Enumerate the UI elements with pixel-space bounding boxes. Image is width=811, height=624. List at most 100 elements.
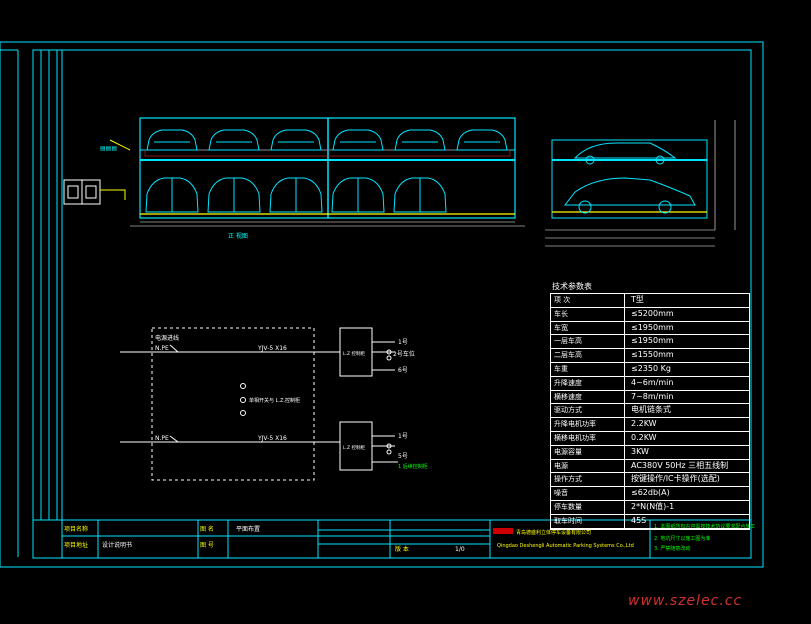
spec-row: 操作方式按键操作/IC卡操作(选配) (551, 473, 749, 488)
power-in-label: 电源进线 (155, 334, 179, 342)
sheet-label: 版 本 (395, 545, 409, 553)
spec-label: 取车时间 (551, 514, 625, 528)
cable-label-1: YJV-5 X16 (257, 345, 287, 352)
spec-row: 二层车高 ≤1550mm (551, 349, 749, 363)
power-box: ▤▤▤ (63, 139, 131, 205)
car-shape (146, 129, 198, 151)
car-shape (332, 129, 384, 151)
spec-label: 升降电机功率 (551, 418, 625, 431)
spec-row: 横移速度 7~8m/min (551, 390, 749, 405)
watermark: www.szelec.cc (628, 593, 742, 609)
output-2-a: 1号 (398, 433, 408, 440)
spec-label: 电源容量 (551, 445, 625, 459)
spec-label: 横移速度 (551, 390, 625, 404)
spec-value: 2*N(N值)-1 (631, 501, 675, 511)
spec-label: 噪音 (551, 487, 625, 500)
note-1: 1. 本图纸所有内容需按技术协议要求配合施工 (654, 523, 755, 530)
upper-cars (146, 129, 508, 151)
spec-label: 操作方式 (551, 473, 625, 487)
lower-cars (145, 177, 447, 213)
car-shape (456, 129, 508, 151)
company-name-cn: 青岛德盛利立体停车设备有限公司 (516, 529, 591, 536)
spec-value: 7~8m/min (631, 391, 674, 401)
spec-label: 电源 (551, 459, 625, 473)
car-shape (207, 177, 261, 213)
spec-row: 升降速度 4~6m/min (551, 376, 749, 391)
spec-value: ≤1950mm (631, 336, 674, 346)
car-shape (393, 177, 447, 213)
spec-row: 噪音 ≤62db(A) (551, 487, 749, 501)
title-row1-c: 平面布置 (236, 525, 260, 533)
car-shape (269, 177, 323, 213)
spec-value: 3KW (631, 446, 649, 456)
spec-row: 横移电机功率 0.2KW (551, 431, 749, 446)
spec-table-title: 技术参数表 (552, 282, 592, 291)
spec-value: T型 (631, 295, 644, 304)
control-box-1-label: L.Z 控制柜 (343, 350, 365, 357)
title-row2-c: 设计说明书 (102, 541, 132, 549)
title-block (61, 519, 752, 559)
spec-value: AC380V 50Hz 三相五线制 (631, 460, 729, 470)
spec-label: 升降速度 (551, 376, 625, 390)
car-shape (394, 129, 446, 151)
note-2: 2. 地坑尺寸以施工图为准 (654, 535, 710, 542)
npe-label-1: N.PE (155, 345, 169, 352)
outer-frame (0, 41, 764, 568)
car-shape (145, 177, 199, 213)
spec-row: 车长≤5200mm (551, 307, 749, 322)
spec-value: 按键操作/IC卡操作(选配) (631, 474, 720, 484)
title-row1-a: 项目名称 (64, 525, 88, 533)
output-1-b: 2号车位 (393, 350, 415, 358)
binding-strip (33, 50, 63, 521)
spec-value: ≤1550mm (631, 350, 674, 360)
spec-value: ≤5200mm (631, 308, 674, 318)
spec-value: 45S (631, 515, 647, 525)
spec-value: ≤2350 Kg (631, 363, 671, 373)
spec-row: 升降电机功率 2.2KW (551, 418, 749, 432)
note-3: 3. 严禁随意改动 (654, 545, 690, 552)
spec-label: 二层车高 (551, 349, 625, 362)
wiring-panel (151, 327, 315, 481)
spec-value: 2.2KW (631, 419, 657, 429)
car-shape (208, 129, 260, 151)
spec-value: 4~6m/min (631, 377, 674, 387)
spec-row: 一层车高 ≤1950mm (551, 335, 749, 350)
spec-value: 电机链条式 (631, 405, 671, 415)
output-2-c: 1 后续控制柜 (398, 463, 428, 470)
title-row1-b: 图 名 (200, 525, 214, 533)
plan-label: 正 视图 (228, 232, 248, 240)
spec-label: 车宽 (551, 321, 625, 335)
side-view-structure (545, 120, 736, 247)
spec-row: 电源容量 3KW (551, 445, 749, 460)
spec-row: 电源 AC380V 50Hz 三相五线制 (551, 459, 749, 474)
sheet-value: 1/0 (455, 546, 465, 553)
npe-label-2: N.PE (155, 435, 169, 442)
company-name-en: Qingdao Deshengli Automatic Parking Syst… (497, 543, 634, 549)
spec-table-header: 项 次 T型 (551, 294, 749, 308)
control-box-2-label: L.Z 控制柜 (343, 444, 365, 451)
spec-value: ≤1950mm (631, 322, 674, 332)
spec-row: 车宽 ≤1950mm (551, 321, 749, 336)
spec-label: 横移电机功率 (551, 431, 625, 445)
car-shape (331, 177, 385, 213)
output-1-c: 6号 (398, 367, 408, 374)
car-shape (270, 129, 322, 151)
cable-label-2: YJV-5 X16 (257, 435, 287, 442)
spec-row: 车重≤2350 Kg (551, 362, 749, 377)
output-2-b: 5号 (398, 453, 408, 460)
switch-note: 单相开关与 L.Z.控制柜 (249, 397, 300, 404)
spec-value: ≤62db(A) (631, 488, 670, 498)
spec-row: 驱动方式电机链条式 (551, 404, 749, 419)
front-view-structure (130, 117, 525, 227)
output-1-a: 1号 (398, 339, 408, 346)
spec-label: 驱动方式 (551, 404, 625, 418)
spec-label: 一层车高 (551, 335, 625, 349)
spec-value: 0.2KW (631, 432, 657, 442)
spec-row: 取车时间 45S (551, 514, 749, 529)
spec-label: 项 次 (551, 294, 625, 307)
title-row2-a: 项目地址 (64, 541, 88, 549)
